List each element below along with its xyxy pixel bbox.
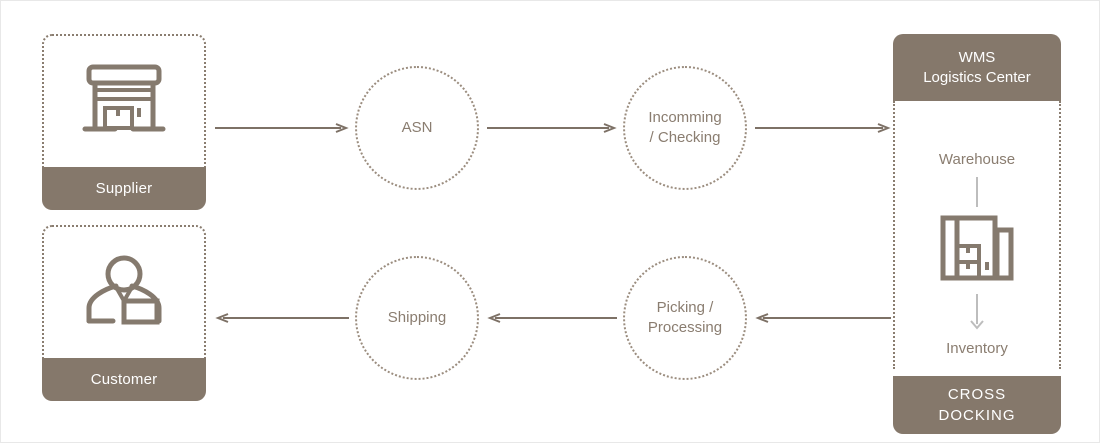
node-wms-logistics-center[interactable]: WMS Logistics Center Warehouse <box>893 34 1061 434</box>
arrow-incoming-to-wms <box>755 123 891 133</box>
shipping-label: Shipping <box>387 308 447 326</box>
wms-footer-cross-docking: CROSS DOCKING <box>893 376 1061 434</box>
node-shipping[interactable]: Shipping <box>355 256 479 380</box>
arrow-picking-to-shipping <box>487 313 617 323</box>
picking-label-line1: Picking / <box>656 298 714 316</box>
customer-icon-area <box>42 225 206 359</box>
wms-title-line1: WMS <box>958 48 996 66</box>
arrow-supplier-to-asn <box>215 123 349 133</box>
incoming-label-line1: Incomming <box>648 108 722 126</box>
arrow-asn-to-incoming <box>487 123 617 133</box>
supplier-icon-area <box>42 34 206 168</box>
warehouse-store-icon <box>81 63 167 142</box>
asn-label: ASN <box>401 118 433 136</box>
supplier-label: Supplier <box>42 167 206 210</box>
cross-docking-line2: DOCKING <box>938 407 1016 424</box>
node-incoming-checking[interactable]: Incomming / Checking <box>623 66 747 190</box>
arrow-shipping-to-customer <box>215 313 349 323</box>
storage-rack-icon <box>893 214 1061 286</box>
node-asn[interactable]: ASN <box>355 66 479 190</box>
arrow-warehouse-to-inventory-head <box>970 320 984 330</box>
cross-docking-line1: CROSS <box>947 386 1007 403</box>
wms-title-line2: Logistics Center <box>923 69 1031 86</box>
arrow-wms-to-picking <box>755 313 891 323</box>
wms-connector-line-top <box>976 177 978 207</box>
wms-connector-line-bottom <box>976 294 978 324</box>
picking-label-line2: Processing <box>647 319 723 336</box>
wms-body <box>893 101 1061 369</box>
node-customer[interactable]: Customer <box>42 225 206 401</box>
person-with-box-icon <box>83 253 165 334</box>
node-picking-processing[interactable]: Picking / Processing <box>623 256 747 380</box>
wms-header: WMS Logistics Center <box>893 34 1061 102</box>
node-supplier[interactable]: Supplier <box>42 34 206 210</box>
customer-label: Customer <box>42 358 206 401</box>
incoming-label-line2: / Checking <box>649 129 721 146</box>
